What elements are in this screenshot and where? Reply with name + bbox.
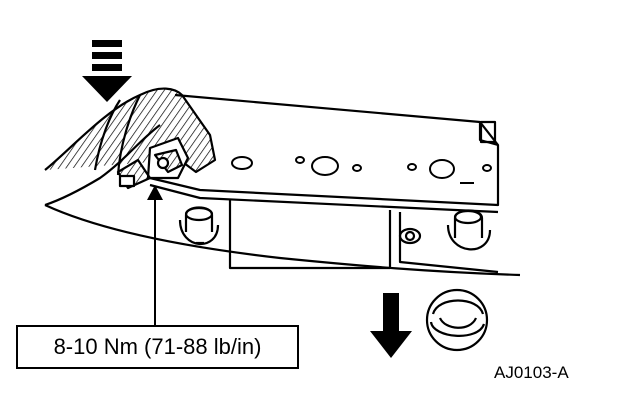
battery-cover xyxy=(44,93,521,277)
negative-post xyxy=(178,206,220,245)
down-arrow-top xyxy=(82,40,132,102)
down-arrow-bottom xyxy=(370,293,412,358)
torque-leader xyxy=(147,185,163,326)
vent-cap xyxy=(425,288,489,352)
figure-reference-code: AJ0103-A xyxy=(494,363,569,382)
torque-spec-label: 8-10 Nm (71-88 lb/in) xyxy=(16,325,299,369)
ground-cable xyxy=(44,87,217,207)
cover-holes xyxy=(231,156,492,184)
positive-post xyxy=(398,209,492,251)
